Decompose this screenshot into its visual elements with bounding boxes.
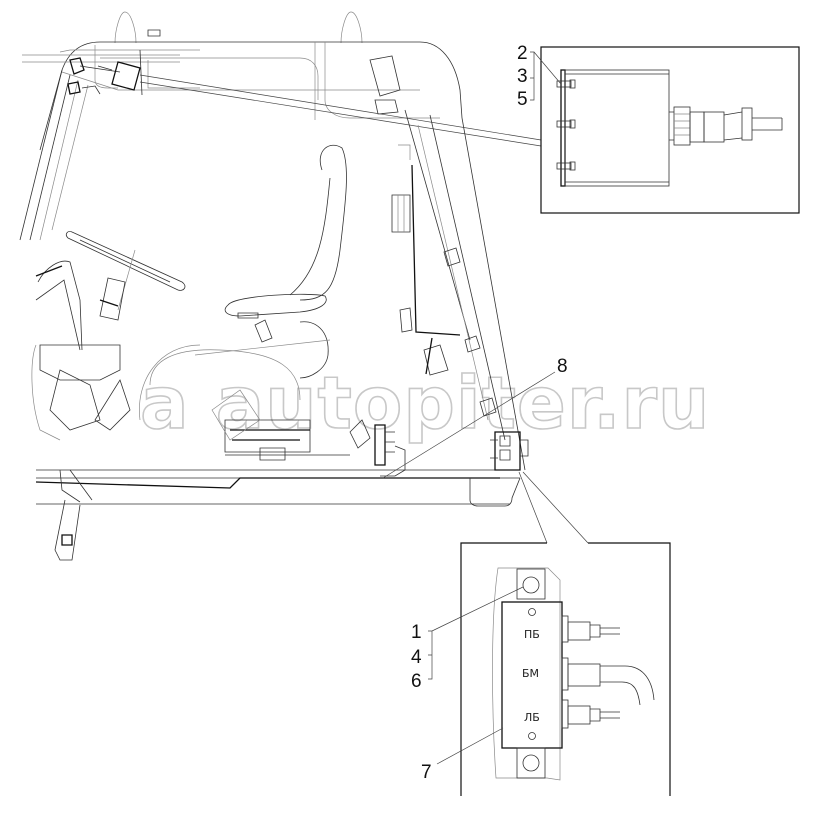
floor-harness	[35, 477, 500, 489]
rear-pillar-outer	[429, 114, 506, 441]
rear-connector-cluster	[494, 431, 521, 471]
lifting-eye-left	[114, 11, 137, 44]
rear-panel	[391, 194, 411, 233]
screw-icon	[528, 608, 536, 616]
pedal-assembly	[54, 499, 81, 561]
callout-7: 7	[421, 762, 432, 783]
watermark-text: a autopiter.ru	[140, 361, 710, 445]
terminal-label-lb: ЛБ	[524, 711, 540, 724]
plug-pb	[561, 615, 620, 643]
screw-icon	[528, 732, 536, 740]
callout-6: 6	[411, 671, 422, 692]
callout-3: 3	[517, 66, 528, 87]
roof-outline	[39, 41, 463, 151]
leader-8	[382, 371, 556, 479]
terminal-label-bm: БМ	[522, 667, 539, 680]
seat-armrest	[224, 293, 327, 317]
leader-2-3-5	[530, 51, 562, 101]
leader-roof-to-detail-a	[139, 74, 542, 141]
terminal-label-pb: ПБ	[524, 628, 540, 641]
rear-post-bracket	[369, 55, 401, 97]
callout-1: 1	[411, 622, 422, 643]
detail-frame-bottom	[460, 542, 671, 796]
cab-frame	[19, 11, 589, 561]
leader-roof-to-detail-b	[139, 81, 542, 147]
steering-wheel	[65, 231, 186, 291]
watermark: a autopiter.ru	[139, 360, 710, 446]
plug-lb	[561, 699, 620, 729]
rear-harness	[411, 164, 461, 336]
leader-7	[436, 727, 504, 765]
steering-column	[117, 249, 136, 311]
roof-connector-box	[111, 61, 141, 91]
seat-cushion	[149, 349, 301, 401]
central-connector	[374, 424, 386, 466]
detail-view-top: 2 3 5	[517, 43, 800, 214]
callout-5: 5	[517, 89, 528, 110]
callout-8: 8	[557, 356, 568, 377]
detail-view-bottom: ПБ БМ ЛБ 1 4 6 7	[411, 542, 671, 796]
rear-pillar-inner	[404, 109, 471, 341]
leader-to-lower-detail-a	[518, 471, 548, 544]
plug-bm	[561, 657, 655, 706]
front-pillar	[19, 69, 63, 241]
connector-housing	[564, 69, 670, 187]
callout-2: 2	[517, 43, 528, 64]
leader-to-lower-detail-b	[522, 471, 589, 544]
floor-console	[224, 419, 311, 453]
lifting-eye-right	[340, 11, 363, 44]
dashboard	[37, 260, 83, 351]
mount-tab-bottom	[516, 747, 546, 779]
callout-4: 4	[411, 647, 422, 668]
bolt-icon	[556, 79, 576, 171]
seat-back	[299, 144, 347, 301]
mount-tab-top	[516, 568, 546, 600]
leader-1-4-6	[428, 586, 524, 680]
